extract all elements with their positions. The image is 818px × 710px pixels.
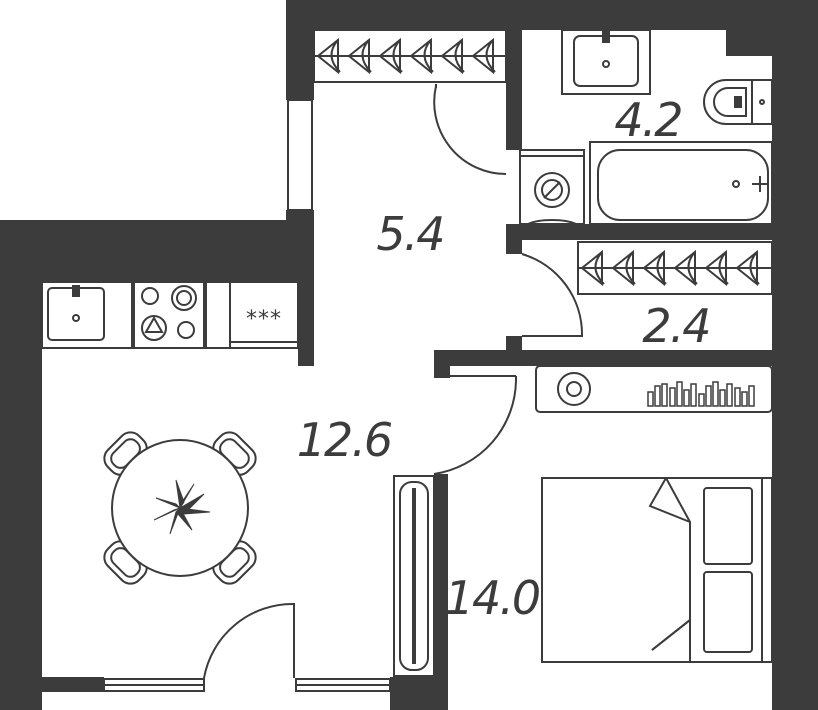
appliance-icon: *** [230,307,298,343]
book-icon [719,389,726,407]
wall-hall-left-upper [286,0,314,100]
door-icon [203,602,295,679]
area-labels: 4.2 5.4 2.4 12.6 14.0 [297,93,712,625]
book-icon [748,385,755,407]
book-icon [661,383,668,407]
hanger-icon [704,249,729,287]
wall-right [772,0,818,710]
windows [103,99,391,692]
book-icon [654,385,661,407]
hanger-icon [471,37,496,75]
book-icon [698,393,705,407]
door-icon [433,376,517,475]
stove-symbol: *** [246,307,282,332]
book-icon [690,383,697,407]
dining-table-icon [103,431,257,585]
wall-storage-left [506,224,522,254]
window-icon [287,99,313,211]
doors [203,84,584,679]
kitchen-fixtures: *** [41,281,299,349]
book-icon [705,385,712,407]
wall-bottom-a [42,677,104,692]
hanger-icon [409,37,434,75]
bed-icon [541,477,773,663]
wardrobe-hall [313,29,507,83]
hanger-icon [673,249,698,287]
hanger-icon [611,249,636,287]
bathtub-icon [589,141,773,225]
area-kitchen-living: 12.6 [297,413,392,467]
wall-bedroom-top [434,350,772,366]
book-icon [647,391,654,407]
bathroom-fixtures [519,29,773,225]
washing-machine-icon [519,149,585,225]
area-hallway: 5.4 [376,207,443,261]
stove-icon [133,281,231,349]
door-icon [521,253,584,337]
wall-kitchen-top [0,220,314,282]
area-bathroom: 4.2 [614,93,681,147]
wall-storage-left-low [506,336,522,352]
book-icon [676,381,683,407]
hanger-icon [580,249,605,287]
book-icon [683,389,690,407]
wall-bath-notch [726,30,772,56]
hanger-icon [378,37,403,75]
hanger-icon [642,249,667,287]
wall-top [286,0,818,30]
toilet-icon [703,79,773,125]
wall-left [0,220,42,710]
bedroom-fixtures [393,365,773,677]
book-icon [741,391,748,407]
wall-hall-bath [506,30,522,150]
book-icon [669,387,676,407]
area-storage: 2.4 [642,299,709,353]
wall-bedroom-left [434,474,448,710]
sink-icon [561,29,651,95]
hanger-icon [316,37,341,75]
wardrobe-storage [577,241,773,295]
hanger-icon [347,37,372,75]
sink-icon [47,282,133,348]
area-bedroom: 14.0 [445,571,539,625]
door-icon [433,84,507,175]
hanger-icon [735,249,760,287]
wall-bedroom-top-stub [434,350,450,378]
wardrobe-icon [393,475,435,677]
book-icon [712,381,719,407]
wall-hall-left-lower [286,210,314,220]
hanger-icon [440,37,465,75]
wall-bath-bottom [506,224,772,240]
book-icon [734,387,741,407]
book-icon [726,383,733,407]
shelf-icon [535,365,773,413]
